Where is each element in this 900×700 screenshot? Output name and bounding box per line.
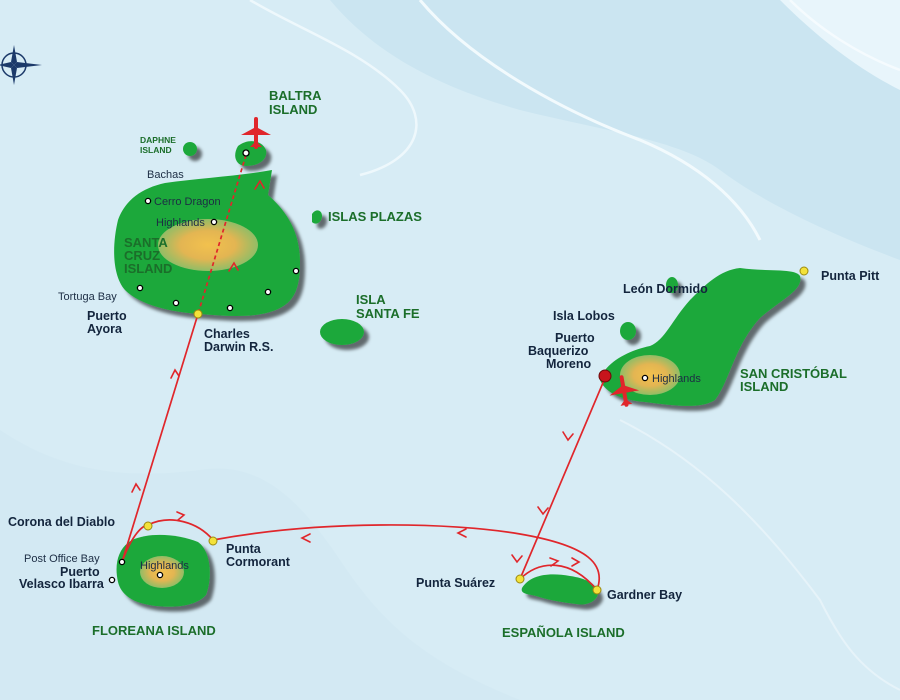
santa-cruz-highlands xyxy=(158,219,258,271)
label-santa-cruz: ISLAND xyxy=(124,261,172,276)
site-marker xyxy=(108,576,116,584)
label-santa-fe: ISLA xyxy=(356,292,386,307)
label-puerto-velasco: Puerto xyxy=(60,565,100,579)
route-arrow-icon xyxy=(228,261,239,272)
label-puerto-ayora: Puerto xyxy=(87,309,127,323)
route-arrow-icon xyxy=(549,557,560,567)
site-marker xyxy=(144,197,152,205)
route-arrow-icon xyxy=(511,554,523,564)
site-marker xyxy=(172,299,180,307)
label-santa-fe: SANTA FE xyxy=(356,306,420,321)
label-puerto-baquerizo: Moreno xyxy=(546,357,592,371)
route-arrows xyxy=(131,179,581,567)
label-espanola: ESPAÑOLA ISLAND xyxy=(502,625,625,640)
label-baltra: ISLAND xyxy=(269,102,317,117)
site-marker xyxy=(136,284,144,292)
label-punta-pitt: Punta Pitt xyxy=(821,269,880,283)
sea-contour-line xyxy=(789,0,900,72)
label-highlands-santa-cruz: Highlands xyxy=(156,217,205,229)
site-marker xyxy=(592,585,602,595)
site-marker xyxy=(208,536,218,546)
label-charles-darwin: Charles xyxy=(204,327,250,341)
site-marker xyxy=(264,288,272,296)
site-marker xyxy=(193,309,203,319)
site-markers xyxy=(108,149,809,595)
site-marker xyxy=(143,521,153,531)
islas-plazas-shape xyxy=(312,210,322,224)
label-highlands-san-cristobal: Highlands xyxy=(652,373,701,385)
santa-fe-island-shape xyxy=(320,319,364,345)
label-tortuga-bay: Tortuga Bay xyxy=(58,291,117,303)
label-santa-cruz: SANTA xyxy=(124,235,168,250)
route-segment xyxy=(519,377,606,580)
label-highlands-floreana: Highlands xyxy=(140,560,189,572)
site-marker xyxy=(641,374,649,382)
route-arrow-icon xyxy=(456,528,467,538)
sea-light-band xyxy=(780,0,900,90)
site-marker xyxy=(799,266,809,276)
site-marker xyxy=(156,571,164,579)
route-arrow-icon xyxy=(300,533,311,543)
site-marker xyxy=(292,267,300,275)
route-arrow-icon xyxy=(537,506,549,516)
site-marker xyxy=(210,218,218,226)
label-bachas: Bachas xyxy=(147,169,184,181)
label-puerto-baquerizo: Puerto xyxy=(555,331,595,345)
label-punta-cormorant: Cormorant xyxy=(226,555,291,569)
route-arrow-icon xyxy=(131,482,141,493)
floreana-highlands xyxy=(140,556,184,588)
label-puerto-ayora: Ayora xyxy=(87,322,123,336)
route-arrow-icon xyxy=(170,368,180,379)
route-arrow-icon xyxy=(571,557,581,567)
label-floreana: FLOREANA ISLAND xyxy=(92,623,216,638)
route-arrow-icon xyxy=(562,431,574,442)
label-santa-cruz: CRUZ xyxy=(124,248,160,263)
label-puerto-baquerizo: Baquerizo xyxy=(528,344,589,358)
label-charles-darwin: Darwin R.S. xyxy=(204,340,273,354)
label-post-office-bay: Post Office Bay xyxy=(24,553,100,565)
espanola-island-shape xyxy=(521,574,598,605)
label-punta-cormorant: Punta xyxy=(226,542,262,556)
sea-shade-band xyxy=(0,430,520,700)
label-isla-lobos: Isla Lobos xyxy=(553,309,615,323)
route-arrow-icon xyxy=(254,179,265,190)
route-segment xyxy=(121,313,199,563)
airplane-icon xyxy=(241,117,271,149)
route-arrow-icon xyxy=(176,511,186,521)
baltra-island-shape xyxy=(235,141,267,166)
label-leon-dormido: León Dormido xyxy=(623,282,708,296)
site-marker xyxy=(598,369,612,383)
label-corona-del-diablo: Corona del Diablo xyxy=(8,515,115,529)
daphne-island-shape xyxy=(183,142,197,156)
site-marker xyxy=(118,558,126,566)
sea-contour-line xyxy=(418,0,762,241)
site-marker xyxy=(515,574,525,584)
sea-contour-line xyxy=(619,419,900,691)
site-marker xyxy=(226,304,234,312)
label-puerto-velasco: Velasco Ibarra xyxy=(19,577,105,591)
route-segment xyxy=(212,524,601,591)
label-daphne: DAPHNE xyxy=(140,135,176,145)
label-daphne: ISLAND xyxy=(140,145,172,155)
label-san-cristobal: SAN CRISTÓBAL xyxy=(740,366,847,381)
sea-contour-line xyxy=(249,0,418,177)
label-cerro-dragon: Cerro Dragon xyxy=(154,196,221,208)
label-islas-plazas: ISLAS PLAZAS xyxy=(328,209,422,224)
label-san-cristobal: ISLAND xyxy=(740,379,788,394)
airplane-icon xyxy=(609,375,640,407)
route-segment xyxy=(147,519,214,541)
route-segment xyxy=(519,564,598,591)
label-baltra: BALTRA xyxy=(269,88,322,103)
san-cristobal-highlands xyxy=(620,355,680,395)
isla-lobos-shape xyxy=(620,322,636,340)
compass-rose-icon xyxy=(0,45,42,85)
label-punta-suarez: Punta Suárez xyxy=(416,576,495,590)
cruise-route xyxy=(121,154,606,591)
label-gardner-bay: Gardner Bay xyxy=(607,588,682,602)
leon-dormido-shape xyxy=(666,277,678,293)
site-marker xyxy=(242,149,250,157)
